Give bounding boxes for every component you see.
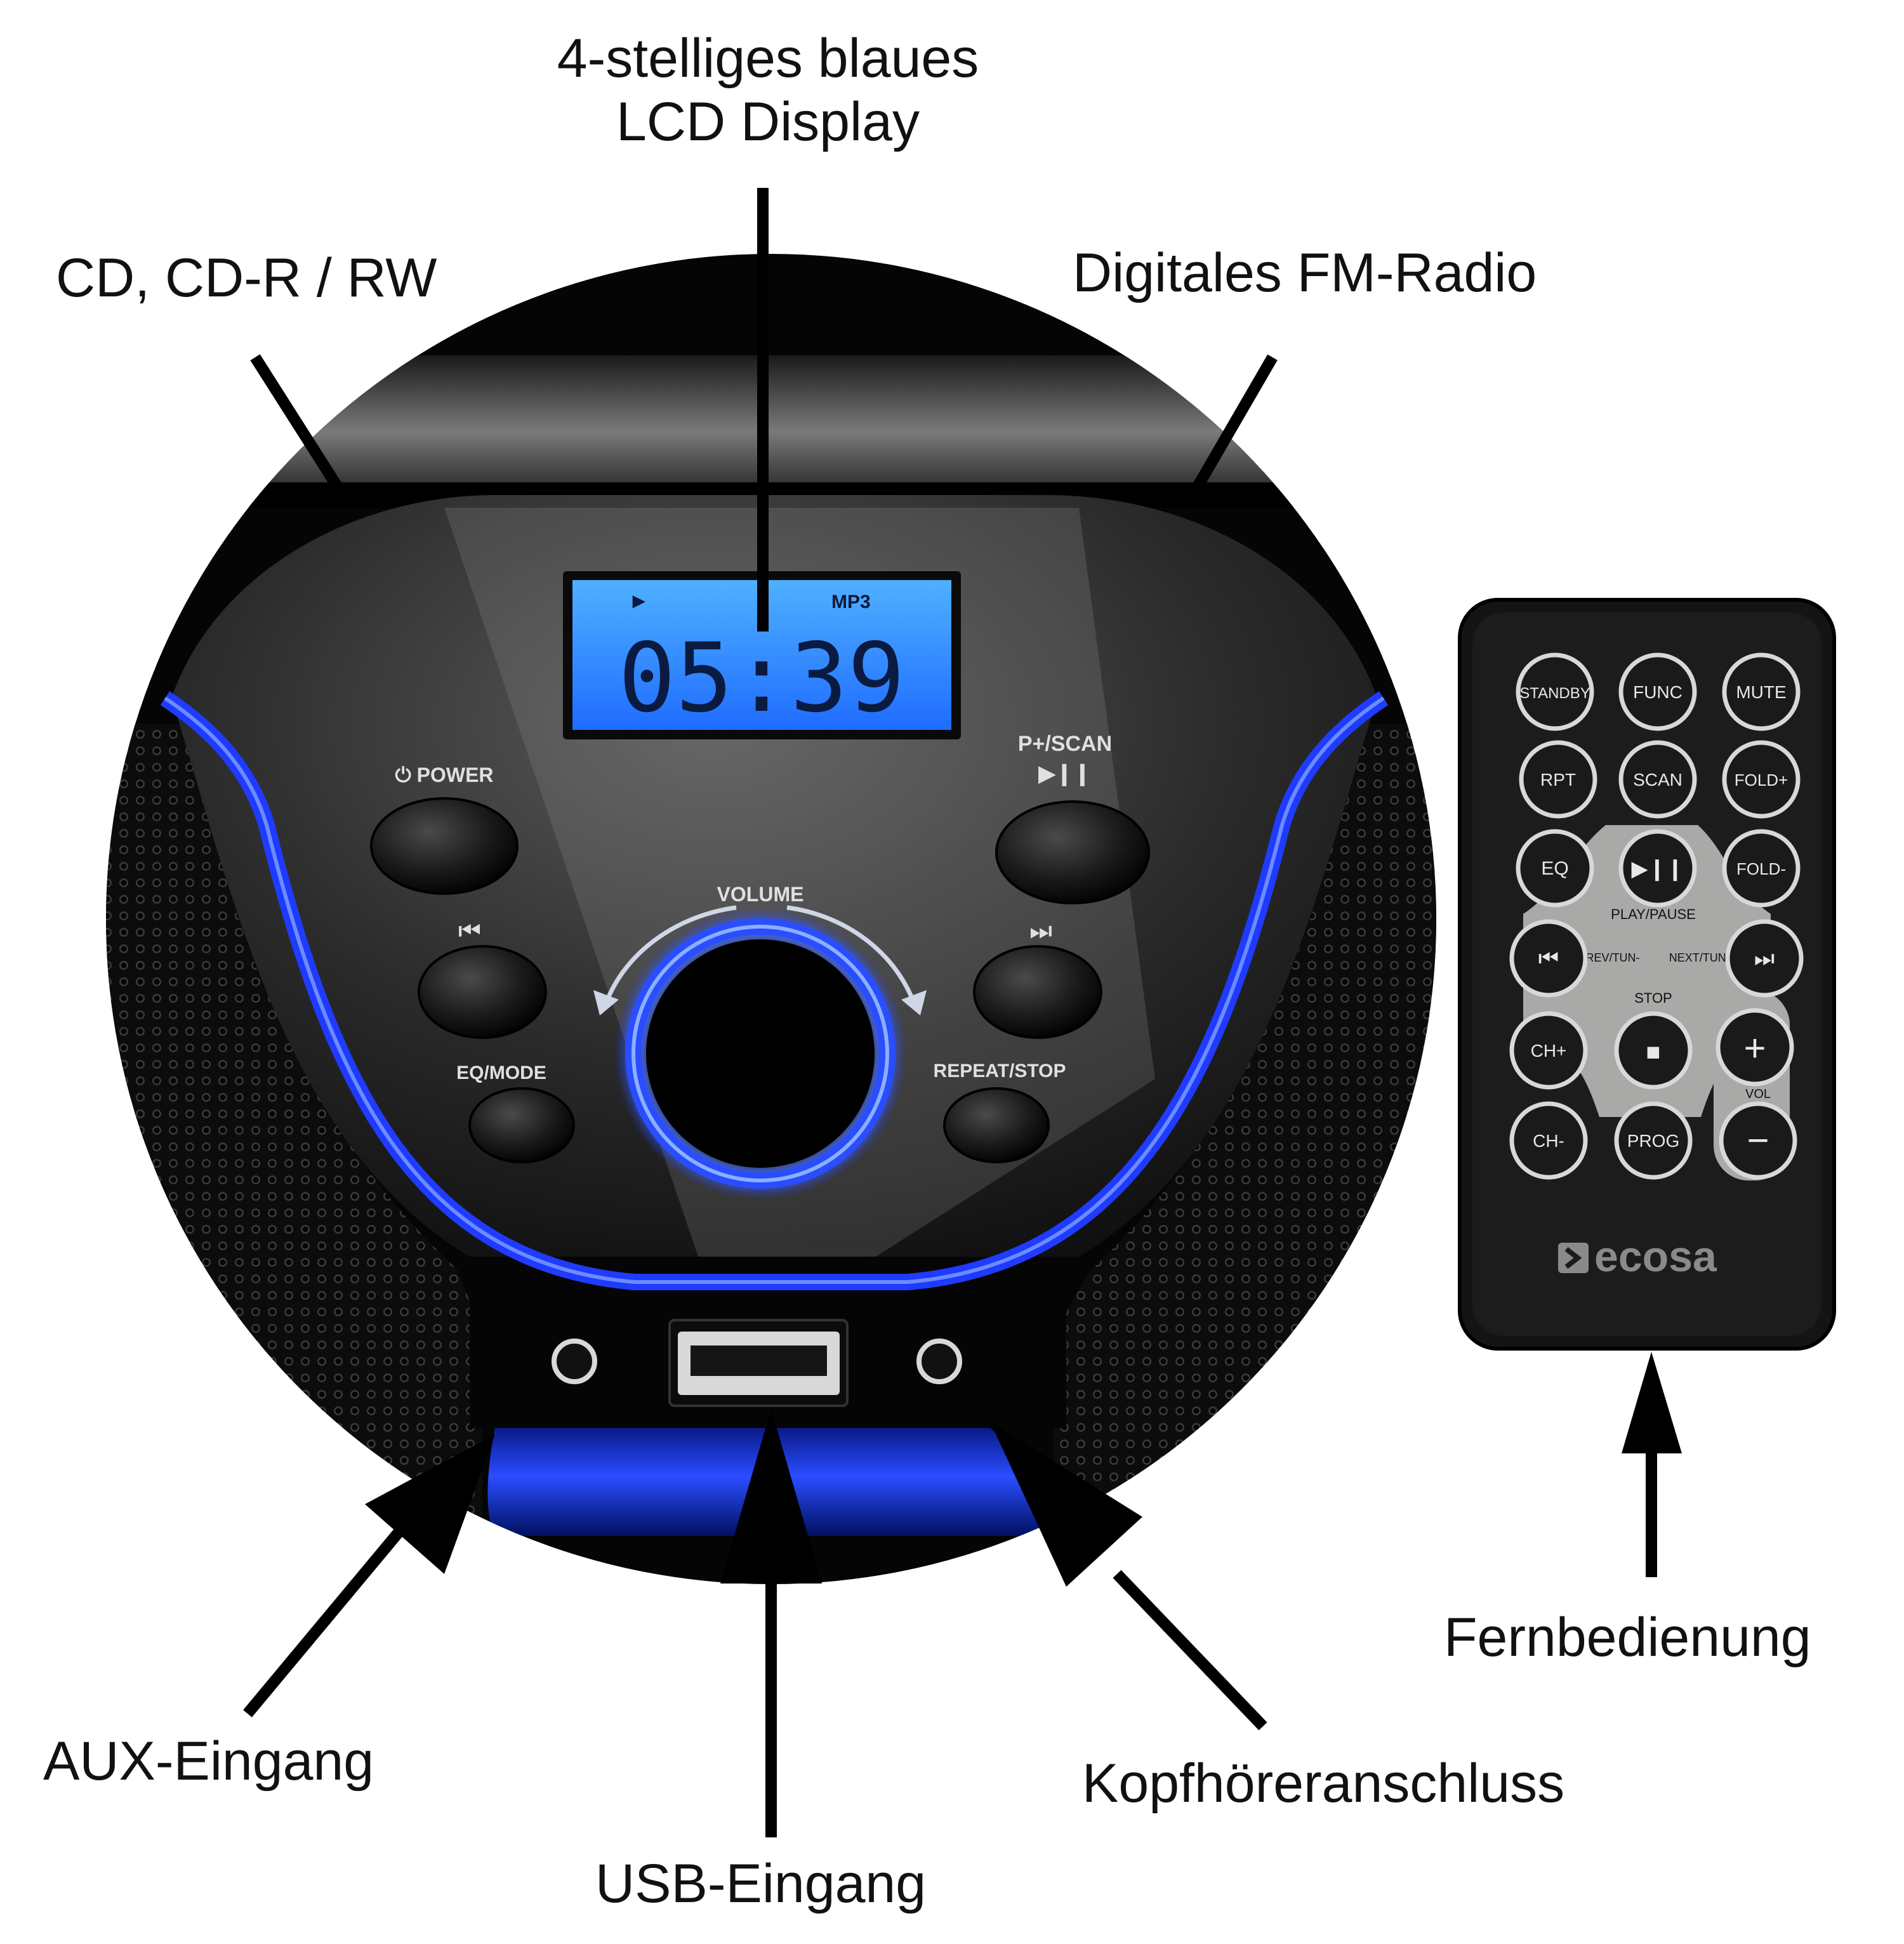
- remote-prev-button[interactable]: ⏮: [1509, 919, 1588, 998]
- remote-rpt-label: RPT: [1540, 770, 1576, 790]
- prev-icon: ⏮: [458, 917, 481, 945]
- remote-mute-label: MUTE: [1736, 682, 1786, 702]
- usb-arrowhead: [720, 1409, 822, 1584]
- cd-pointer-line: [250, 354, 348, 498]
- eq-mode-button[interactable]: [468, 1087, 575, 1163]
- remote-brand-label: ecosa: [1594, 1233, 1717, 1281]
- remote-ch-plus-button[interactable]: CH+: [1509, 1011, 1588, 1090]
- usb-callout: USB-Eingang: [595, 1853, 927, 1914]
- volume-knob[interactable]: [593, 905, 927, 1200]
- headphone-jack[interactable]: [916, 1339, 962, 1384]
- remote-fold-minus-label: FOLD-: [1736, 859, 1786, 878]
- lcd-play-indicator: ►: [628, 589, 650, 613]
- remote-stop-caption: STOP: [1634, 990, 1672, 1006]
- aux-pointer-line: [243, 1519, 411, 1717]
- remote-next-icon: ⏭: [1754, 945, 1775, 971]
- callout-lines: [243, 188, 1657, 1837]
- next-icon: ⏭: [1029, 917, 1052, 945]
- remote-fold-minus-button[interactable]: FOLD-: [1722, 829, 1801, 908]
- remote-scan-button[interactable]: SCAN: [1618, 740, 1697, 819]
- remote-next-button[interactable]: ⏭: [1725, 919, 1804, 998]
- ecosa-logo: ecosa: [1558, 1233, 1717, 1281]
- scan-label: P+/SCAN: [1018, 732, 1112, 756]
- remote-standby-button[interactable]: STANDBY: [1516, 652, 1594, 731]
- repeat-stop-button[interactable]: [943, 1087, 1050, 1163]
- play-pause-icon: ▶❙❙: [1038, 762, 1091, 786]
- headphone-arrowhead: [990, 1422, 1142, 1587]
- remote-ch-minus-label: CH-: [1533, 1131, 1564, 1151]
- volume-label: VOLUME: [717, 883, 804, 906]
- remote-stop-button[interactable]: ■: [1614, 1011, 1693, 1090]
- callout-arrowheads: [365, 1352, 1682, 1587]
- remote-vol-plus-button[interactable]: +: [1716, 1008, 1794, 1087]
- remote-prev-icon: ⏮: [1538, 945, 1559, 971]
- remote-prog-button[interactable]: PROG: [1614, 1101, 1693, 1180]
- next-button[interactable]: [973, 945, 1102, 1039]
- lcd-format-label: MP3: [831, 592, 871, 612]
- scan-play-pause-button[interactable]: [995, 800, 1150, 904]
- aux-callout: AUX-Eingang: [43, 1731, 374, 1792]
- lcd-callout-line1: 4-stelliges blaues: [557, 28, 979, 89]
- headphone-callout: Kopfhöreranschluss: [1082, 1753, 1565, 1814]
- remote-func-label: FUNC: [1633, 682, 1683, 702]
- remote-eq-label: EQ: [1541, 858, 1568, 879]
- remote-play-pause-icon: ▶❙❙: [1631, 857, 1684, 882]
- remote-vol-caption: VOL: [1745, 1087, 1771, 1101]
- radio-pointer-line: [1191, 354, 1278, 492]
- repeat-stop-label: REPEAT/STOP: [934, 1061, 1066, 1081]
- remote-stop-icon: ■: [1646, 1039, 1661, 1066]
- remote-standby-label: STANDBY: [1519, 685, 1590, 702]
- control-panel: [171, 495, 1377, 1257]
- remote-rpt-button[interactable]: RPT: [1519, 740, 1597, 819]
- remote-vol-minus-icon: −: [1747, 1119, 1769, 1161]
- remote-ch-minus-button[interactable]: CH-: [1509, 1101, 1588, 1180]
- remote-prog-label: PROG: [1627, 1131, 1679, 1151]
- remote-ch-plus-label: CH+: [1531, 1041, 1567, 1061]
- remote-mute-button[interactable]: MUTE: [1722, 652, 1801, 731]
- remote-arrowhead: [1622, 1352, 1682, 1453]
- remote-prev-caption: PREV/TUN-: [1578, 951, 1639, 964]
- radio-callout: Digitales FM-Radio: [1073, 242, 1537, 303]
- lcd-callout: 4-stelliges blaues LCD Display: [520, 27, 1015, 154]
- power-label: ⏻ POWER: [395, 764, 493, 786]
- remote-fold-plus-button[interactable]: FOLD+: [1722, 740, 1801, 819]
- headphone-pointer-line: [1113, 1570, 1267, 1731]
- aux-input-jack[interactable]: [552, 1339, 597, 1384]
- aux-arrowhead: [365, 1434, 495, 1574]
- eq-mode-label: EQ/MODE: [456, 1062, 546, 1083]
- cd-callout: CD, CD-R / RW: [56, 248, 437, 308]
- remote-func-button[interactable]: FUNC: [1618, 652, 1697, 731]
- remote-vol-minus-button[interactable]: −: [1719, 1101, 1797, 1180]
- remote-callout: Fernbedienung: [1444, 1607, 1811, 1668]
- remote-play-pause-caption: PLAY/PAUSE: [1611, 906, 1696, 922]
- usb-port[interactable]: [668, 1319, 849, 1407]
- remote-next-caption: NEXT/TUN+: [1669, 951, 1733, 964]
- prev-button[interactable]: [418, 945, 547, 1039]
- lcd-callout-line2: LCD Display: [616, 91, 920, 152]
- remote-play-pause-button[interactable]: ▶❙❙: [1618, 829, 1697, 908]
- remote-vol-plus-icon: +: [1743, 1027, 1766, 1069]
- power-button[interactable]: [370, 797, 519, 895]
- lcd-time-readout: 05:39: [618, 623, 905, 734]
- remote-fold-plus-label: FOLD+: [1735, 770, 1788, 790]
- remote-eq-button[interactable]: EQ: [1516, 829, 1594, 908]
- remote-scan-label: SCAN: [1633, 770, 1683, 790]
- remote-control: PLAY/PAUSE PREV/TUN- NEXT/TUN+ STOP VOL …: [1458, 598, 1836, 1351]
